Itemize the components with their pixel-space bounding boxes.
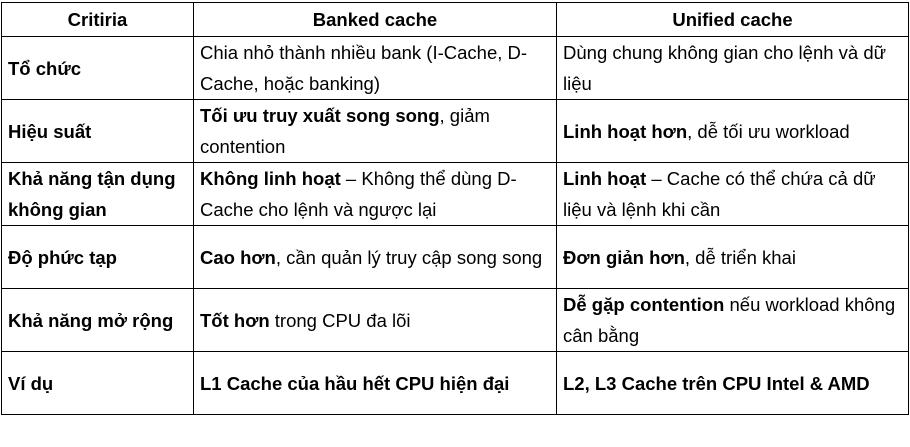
criteria-cell: Ví dụ xyxy=(1,351,194,415)
unified-bold-text: L2, L3 Cache trên CPU Intel & AMD xyxy=(563,372,870,394)
criteria-cell: Độ phức tạp xyxy=(1,225,194,289)
comparison-table: Critiria Banked cache Unified cache Tổ c… xyxy=(1,2,909,415)
unified-text: , dễ tối ưu workload xyxy=(687,120,850,142)
unified-bold-text: Linh hoạt xyxy=(563,168,647,189)
unified-text: – Cache có thể chứa cả dữ liệu và lệnh k… xyxy=(563,168,876,220)
unified-bold-text: Linh hoạt hơn xyxy=(563,120,688,142)
unified-bold-text: Đơn giản hơn xyxy=(563,246,685,268)
unified-text: , dễ triển khai xyxy=(684,246,796,268)
table-row: Khả năng mở rộng Tốt hơn trong CPU đa lõ… xyxy=(1,288,909,352)
banked-cell: Tối ưu truy xuất song song, giảm content… xyxy=(193,99,557,163)
criteria-cell: Khả năng mở rộng xyxy=(1,288,194,352)
banked-text: , giảm contention xyxy=(200,105,490,157)
criteria-cell: Tổ chức xyxy=(1,36,194,100)
header-banked-cache: Banked cache xyxy=(193,2,557,37)
table-row: Ví dụ L1 Cache của hầu hết CPU hiện đại … xyxy=(1,351,909,415)
banked-cell: L1 Cache của hầu hết CPU hiện đại xyxy=(193,351,557,415)
unified-cell: Linh hoạt hơn, dễ tối ưu workload xyxy=(556,99,909,163)
banked-text: trong CPU đa lõi xyxy=(269,309,411,331)
unified-text: Dùng chung không gian cho lệnh và dữ liệ… xyxy=(563,42,887,94)
header-row: Critiria Banked cache Unified cache xyxy=(1,2,909,37)
banked-cell: Cao hơn, cần quản lý truy cập song song xyxy=(193,225,557,289)
banked-bold-text: Tối ưu truy xuất song song xyxy=(200,105,440,126)
banked-bold-text: Cao hơn xyxy=(200,246,276,268)
banked-text: – Không thể dùng D-Cache cho lệnh và ngư… xyxy=(200,168,517,220)
table-row: Hiệu suất Tối ưu truy xuất song song, gi… xyxy=(1,99,909,163)
banked-text: , cần quản lý truy cập song song xyxy=(275,246,543,268)
criteria-cell: Hiệu suất xyxy=(1,99,194,163)
banked-cell: Tốt hơn trong CPU đa lõi xyxy=(193,288,557,352)
banked-bold-text: Không linh hoạt xyxy=(200,168,341,189)
unified-cell: Dễ gặp contention nếu workload không cân… xyxy=(556,288,909,352)
unified-cell: Đơn giản hơn, dễ triển khai xyxy=(556,225,909,289)
table-row: Khả năng tận dụng không gian Không linh … xyxy=(1,162,909,226)
unified-text: nếu workload không cân bằng xyxy=(563,294,896,346)
banked-text: Chia nhỏ thành nhiều bank (I-Cache, D-Ca… xyxy=(200,42,528,94)
header-unified-cache: Unified cache xyxy=(556,2,909,37)
table-row: Độ phức tạp Cao hơn, cần quản lý truy cậ… xyxy=(1,225,909,289)
criteria-cell: Khả năng tận dụng không gian xyxy=(1,162,194,226)
unified-cell: Dùng chung không gian cho lệnh và dữ liệ… xyxy=(556,36,909,100)
banked-bold-text: Tốt hơn xyxy=(200,309,270,331)
unified-cell: L2, L3 Cache trên CPU Intel & AMD xyxy=(556,351,909,415)
header-criteria: Critiria xyxy=(1,2,194,37)
banked-cell: Không linh hoạt – Không thể dùng D-Cache… xyxy=(193,162,557,226)
banked-cell: Chia nhỏ thành nhiều bank (I-Cache, D-Ca… xyxy=(193,36,557,100)
table-row: Tổ chức Chia nhỏ thành nhiều bank (I-Cac… xyxy=(1,36,909,100)
unified-bold-text: Dễ gặp contention xyxy=(563,294,725,315)
banked-bold-text: L1 Cache của hầu hết CPU hiện đại xyxy=(200,372,510,394)
unified-cell: Linh hoạt – Cache có thể chứa cả dữ liệu… xyxy=(556,162,909,226)
